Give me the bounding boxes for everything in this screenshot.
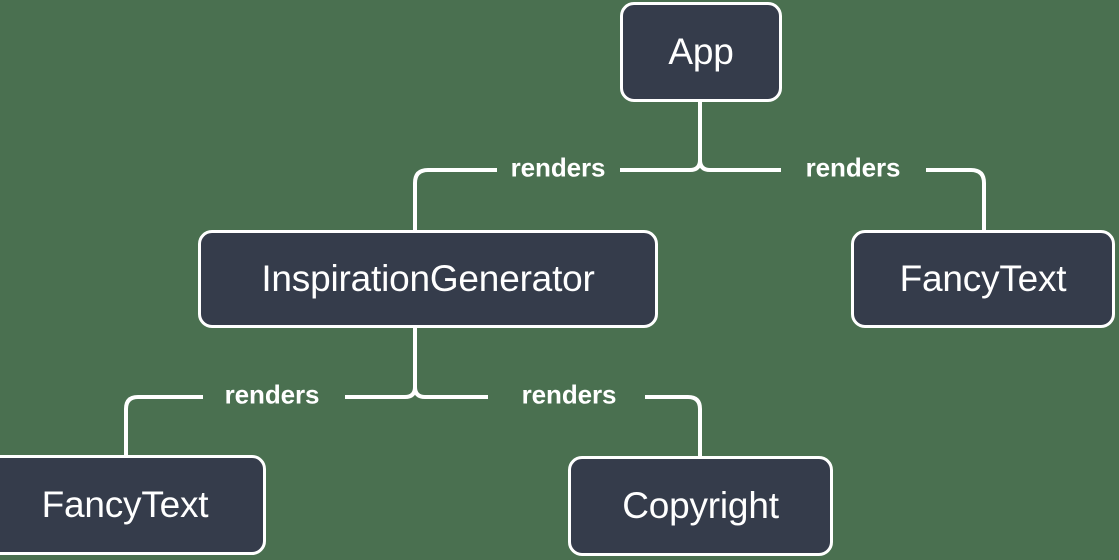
- node-fancytext-right-label: FancyText: [899, 258, 1067, 299]
- edge-label-inspirationgenerator-copyright: renders: [521, 379, 617, 410]
- edge-label-app-fancytext: renders: [805, 152, 901, 183]
- edge-label-inspirationgenerator-fancytext: renders: [224, 379, 320, 410]
- node-inspiration-generator-label: InspirationGenerator: [261, 258, 595, 299]
- node-app-label: App: [668, 31, 734, 72]
- edge-inspirationgenerator-to-fancytext-b: [124, 395, 203, 455]
- edge-app-to-fancytext-right-b: [926, 168, 986, 230]
- edge-inspirationgenerator-stem-right: [413, 328, 426, 399]
- node-fancytext-bottom-label: FancyText: [41, 484, 209, 525]
- node-fancytext-right[interactable]: FancyText: [851, 230, 1115, 328]
- node-inspiration-generator[interactable]: InspirationGenerator: [198, 230, 658, 328]
- node-app[interactable]: App: [620, 2, 782, 102]
- node-fancytext-bottom[interactable]: FancyText: [0, 455, 266, 555]
- node-copyright-label: Copyright: [622, 485, 779, 526]
- edge-inspirationgenerator-to-copyright-b: [645, 395, 702, 456]
- edge-inspirationgenerator-stem-left: [404, 328, 417, 399]
- node-copyright[interactable]: Copyright: [568, 456, 833, 556]
- edge-app-to-inspirationgenerator-right: [413, 168, 497, 230]
- edge-label-app-inspirationgenerator: renders: [510, 152, 606, 183]
- edge-app-stem: [689, 102, 702, 172]
- edge-app-stem-right: [698, 102, 711, 172]
